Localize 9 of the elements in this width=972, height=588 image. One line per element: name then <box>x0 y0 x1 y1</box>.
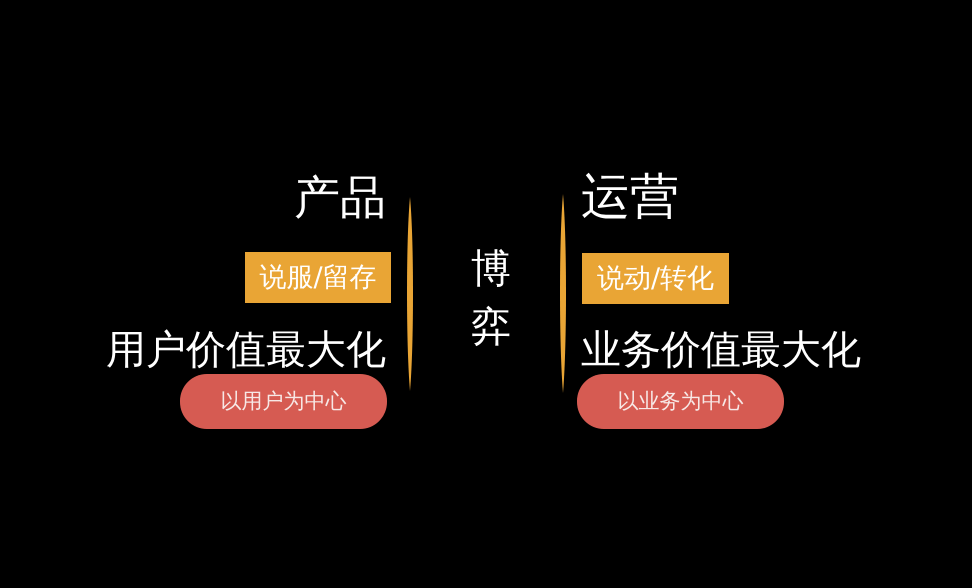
tag-box: 说服/留存 <box>245 252 391 303</box>
column-heading: 产品 <box>294 174 386 220</box>
goal-text: 业务价值最大化 <box>581 330 861 370</box>
vertical-title: 博弈 <box>470 245 512 352</box>
pill-label: 以用户为中心 <box>180 374 387 429</box>
goal-text: 用户价值最大化 <box>106 330 386 370</box>
column-heading: 运营 <box>581 172 679 221</box>
tag-box: 说动/转化 <box>582 253 729 304</box>
pill-label: 以业务为中心 <box>577 374 784 429</box>
